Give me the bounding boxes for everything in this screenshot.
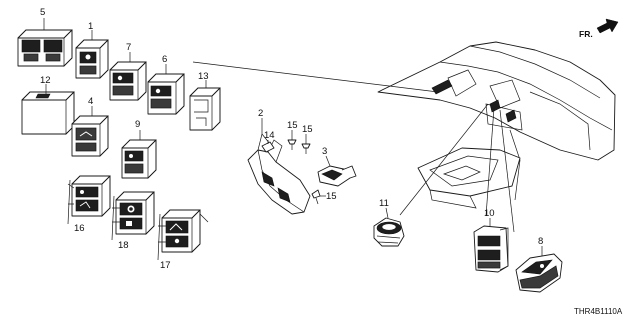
leader-3 bbox=[325, 155, 331, 167]
callout-1: 1 bbox=[88, 21, 93, 32]
callout-12: 12 bbox=[40, 75, 51, 86]
front-direction-indicator: FR. bbox=[579, 18, 619, 39]
part-11-rotary-knob bbox=[373, 217, 405, 247]
part-2-switch-bezel bbox=[247, 139, 311, 215]
leader-18 bbox=[111, 195, 120, 241]
part-8-switch-module bbox=[515, 253, 563, 293]
part-15-screw-a bbox=[287, 139, 297, 150]
callout-4: 4 bbox=[88, 96, 93, 107]
reference-line-to-part-10 bbox=[485, 107, 495, 217]
part-15-screw-c bbox=[311, 189, 321, 205]
callout-15-b: 15 bbox=[302, 124, 313, 135]
callout-5: 5 bbox=[40, 7, 45, 18]
part-12-blank-panel bbox=[21, 91, 75, 135]
direction-label: FR. bbox=[579, 29, 593, 39]
callout-7: 7 bbox=[126, 42, 131, 53]
callout-2: 2 bbox=[258, 108, 263, 119]
leader-16 bbox=[67, 179, 75, 225]
callout-8: 8 bbox=[538, 236, 543, 247]
reference-line-to-part-11 bbox=[399, 103, 489, 216]
part-1-switch bbox=[75, 39, 109, 79]
part-16-switch-pair bbox=[71, 175, 111, 217]
callout-15-a: 15 bbox=[287, 120, 298, 131]
part-5-switch-panel bbox=[17, 29, 73, 67]
callout-14: 14 bbox=[264, 130, 275, 141]
part-4-switch bbox=[71, 115, 109, 157]
diagram-code: THR4B1110A bbox=[574, 307, 623, 316]
part-17-switch-pair bbox=[161, 209, 209, 253]
part-15-screw-b bbox=[301, 143, 311, 154]
part-3-switch bbox=[317, 165, 357, 187]
part-6-switch bbox=[147, 73, 185, 115]
part-13-bracket bbox=[189, 87, 221, 131]
callout-15-c: 15 bbox=[326, 191, 337, 202]
front-arrow-icon bbox=[596, 18, 619, 34]
callout-10: 10 bbox=[484, 208, 495, 219]
callout-13: 13 bbox=[198, 71, 209, 82]
callout-17: 17 bbox=[160, 260, 171, 271]
dashboard-assembly bbox=[377, 41, 616, 209]
part-14-clip bbox=[261, 141, 275, 153]
leader-17 bbox=[157, 213, 166, 261]
part-18-switch-pair bbox=[115, 191, 155, 235]
callout-16: 16 bbox=[74, 223, 85, 234]
reference-line-to-part-8 bbox=[499, 109, 515, 233]
callout-18: 18 bbox=[118, 240, 129, 251]
callout-11: 11 bbox=[379, 198, 389, 209]
callout-6: 6 bbox=[162, 54, 167, 65]
part-7-switch bbox=[109, 61, 147, 101]
callout-9: 9 bbox=[135, 119, 140, 130]
callout-3: 3 bbox=[322, 146, 327, 157]
part-9-switch bbox=[121, 139, 157, 179]
part-10-switch-panel bbox=[473, 225, 509, 273]
reference-line-to-dash-left bbox=[192, 61, 439, 93]
leader-11 bbox=[385, 207, 389, 219]
